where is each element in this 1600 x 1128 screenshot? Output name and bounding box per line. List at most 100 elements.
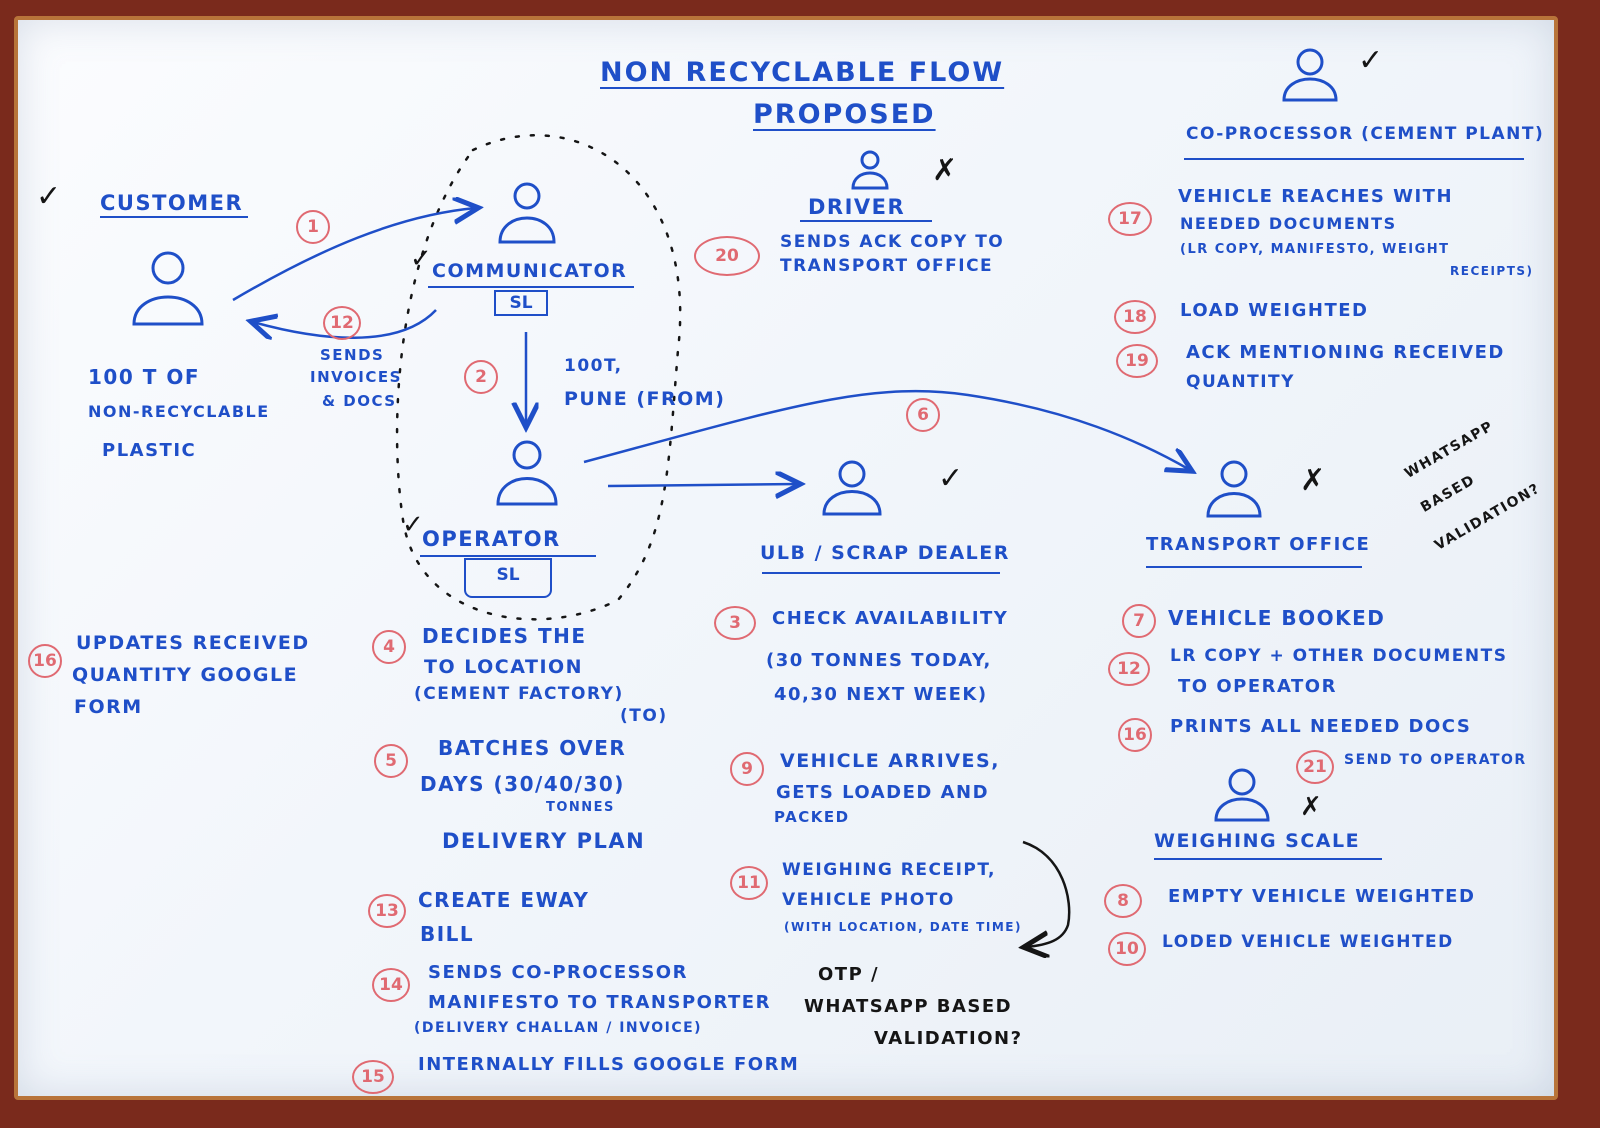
delivery-plan-label: DELIVERY PLAN — [442, 829, 646, 853]
person-icon — [132, 251, 204, 326]
step-20-line-2: TRANSPORT OFFICE — [780, 256, 994, 276]
customer-underline — [100, 216, 248, 218]
ulb-label: ULB / SCRAP DEALER — [760, 542, 1010, 564]
arrow-customer-to-communicator — [232, 208, 476, 302]
step-number: 19 — [1116, 344, 1158, 378]
step-9-line-2: GETS LOADED AND — [776, 782, 990, 803]
step-4-line-4: (TO) — [620, 706, 668, 726]
check-mark-icon: ✓ — [410, 244, 432, 274]
arrow-communicator-to-customer — [253, 309, 437, 338]
step-number: 15 — [352, 1060, 394, 1094]
otp-note-3: VALIDATION? — [874, 1028, 1023, 1049]
step-18-line-1: LOAD WEIGHTED — [1180, 300, 1369, 321]
customer-label: CUSTOMER — [100, 191, 244, 215]
step-21-line-1: SEND TO OPERATOR — [1344, 752, 1527, 768]
step-11-line-3: (WITH LOCATION, DATE TIME) — [784, 920, 1022, 934]
dashed-boundary — [395, 134, 682, 621]
person-icon — [1214, 768, 1270, 822]
step-8-line-1: EMPTY VEHICLE WEIGHTED — [1168, 886, 1476, 907]
step-number: 8 — [1104, 884, 1142, 918]
step-19-line-1: ACK MENTIONING RECEIVED — [1186, 342, 1505, 363]
step-16b-line-1: PRINTS ALL NEEDED DOCS — [1170, 716, 1472, 737]
step-17-line-2: NEEDED DOCUMENTS — [1180, 214, 1397, 233]
step-20-line-1: SENDS ACK COPY TO — [780, 232, 1005, 252]
customer-note-1: 100 T OF — [88, 365, 200, 389]
step-17-line-1: VEHICLE REACHES WITH — [1178, 186, 1454, 207]
person-icon — [1206, 460, 1262, 518]
communicator-label: COMMUNICATOR — [432, 260, 628, 282]
step-15-line-1: INTERNALLY FILLS GOOGLE FORM — [418, 1054, 800, 1075]
person-icon — [496, 440, 558, 506]
driver-label: DRIVER — [808, 195, 906, 219]
cross-mark-icon: ✗ — [1300, 792, 1322, 822]
driver-underline — [800, 220, 932, 222]
step-10-line-1: LODED VEHICLE WEIGHTED — [1162, 932, 1454, 952]
operator-underline — [420, 555, 596, 557]
operator-tag: SL — [464, 558, 552, 598]
step-3-line-3: 40,30 NEXT WEEK) — [774, 684, 988, 705]
step-number: 13 — [368, 894, 406, 928]
weighing-label: WEIGHING SCALE — [1154, 830, 1361, 852]
from-note-1: 100T, — [564, 356, 623, 376]
whiteboard: NON RECYCLABLE FLOW PROPOSED ✓ CUSTOMER … — [14, 16, 1558, 1100]
step-16a-line-3: FORM — [74, 696, 143, 718]
step-number: 3 — [714, 606, 756, 640]
step-number: 18 — [1114, 300, 1156, 334]
step-number: 5 — [374, 744, 408, 778]
step-5-line-3: TONNES — [546, 800, 615, 815]
step-number: 14 — [372, 968, 410, 1002]
step-16a-line-2: QUANTITY GOOGLE — [72, 664, 299, 686]
step-12-line-2: TO OPERATOR — [1178, 676, 1337, 697]
arrow-operator-to-transport — [583, 389, 1190, 470]
from-note-2: PUNE (FROM) — [564, 388, 726, 410]
step-9-line-1: VEHICLE ARRIVES, — [780, 750, 1000, 772]
cross-mark-icon: ✗ — [932, 153, 958, 188]
step-4-line-2: TO LOCATION — [424, 656, 584, 678]
otp-note-2: WHATSAPP BASED — [804, 996, 1013, 1017]
step-14-line-2: MANIFESTO TO TRANSPORTER — [428, 992, 771, 1013]
check-mark-icon: ✓ — [1358, 43, 1384, 78]
coprocessor-underline — [1184, 158, 1524, 160]
arrow-operator-to-ulb — [607, 484, 798, 486]
weighing-underline — [1154, 858, 1382, 860]
check-mark-icon: ✓ — [938, 461, 964, 496]
person-icon — [1282, 48, 1338, 102]
step-number: 16 — [28, 644, 62, 678]
step-17-line-4: RECEIPTS) — [1450, 264, 1534, 278]
step-19-line-2: QUANTITY — [1186, 372, 1295, 392]
cross-mark-icon: ✗ — [1300, 463, 1326, 498]
step-11-line-1: WEIGHING RECEIPT, — [782, 860, 997, 880]
transport-label: TRANSPORT OFFICE — [1146, 534, 1371, 555]
coprocessor-label: CO-PROCESSOR (CEMENT PLANT) — [1186, 124, 1545, 144]
person-icon — [498, 182, 556, 244]
board-subtitle: PROPOSED — [753, 99, 936, 130]
transport-underline — [1146, 566, 1362, 568]
step-number: 20 — [694, 236, 760, 276]
step-5-line-1: BATCHES OVER — [438, 736, 627, 760]
step-14-line-3: (DELIVERY CHALLAN / INVOICE) — [414, 1020, 703, 1036]
step-number: 1 — [296, 210, 330, 244]
step-number: 12 — [323, 306, 361, 340]
step-number: 4 — [372, 630, 406, 664]
step-number: 10 — [1108, 932, 1146, 966]
customer-note-3: PLASTIC — [102, 440, 197, 461]
step-number: 17 — [1108, 202, 1152, 236]
step-4-line-3: (CEMENT FACTORY) — [414, 684, 624, 704]
step-number: 16 — [1118, 718, 1152, 752]
step-3-line-2: (30 TONNES TODAY, — [766, 650, 992, 671]
operator-label: OPERATOR — [422, 527, 561, 551]
communicator-tag: SL — [494, 290, 548, 316]
step-5-line-2: DAYS (30/40/30) — [420, 772, 625, 796]
step-number: 7 — [1122, 604, 1156, 638]
step-number: 2 — [464, 360, 498, 394]
person-icon — [822, 460, 882, 516]
step-13-line-1: CREATE EWAY — [418, 888, 590, 912]
communicator-underline — [428, 286, 634, 288]
bracket-arrow — [1023, 840, 1071, 947]
person-icon — [851, 150, 889, 190]
check-mark-icon: ✓ — [36, 179, 62, 214]
step-4-line-1: DECIDES THE — [422, 624, 587, 648]
step-17-line-3: (LR COPY, MANIFESTO, WEIGHT — [1180, 242, 1450, 257]
step-3-line-1: CHECK AVAILABILITY — [772, 608, 1009, 629]
step-7-line-1: VEHICLE BOOKED — [1168, 606, 1386, 630]
